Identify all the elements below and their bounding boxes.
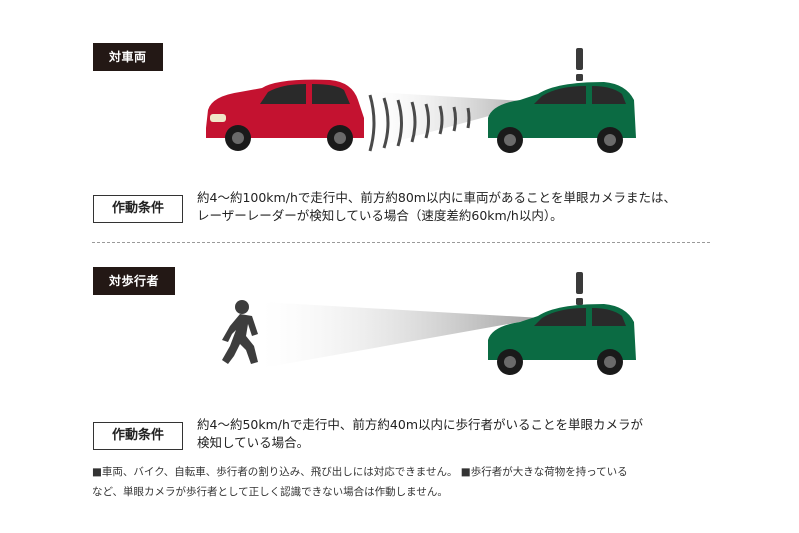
section-tag-pedestrian: 対歩行者 (93, 267, 176, 295)
section-tag-vehicle: 対車両 (93, 43, 163, 71)
note-line: など、単眼カメラが歩行者として正しく認識できない場合は作動しません。 (92, 486, 448, 498)
green-car-front-vehicle (488, 82, 636, 153)
walking-pedestrian-icon (222, 300, 258, 364)
red-car (206, 79, 364, 151)
alert-icon-pedestrian (576, 272, 583, 305)
disclaimer-notes: ■車両、バイク、自転車、歩行者の割り込み、飛び出しには対応できません。 ■歩行者… (92, 462, 722, 502)
radar-wave-icon (368, 94, 471, 152)
condition-line: レーザーレーダーが検知している場合（速度差約60km/h以内）。 (197, 208, 563, 223)
green-car-front-pedestrian (488, 304, 636, 375)
condition-line: 約4〜約50km/hで走行中、前方約40m以内に歩行者がいることを単眼カメラが (197, 417, 643, 432)
camera-beam-icon-pedestrian (262, 302, 542, 368)
condition-label-pedestrian: 作動条件 (93, 422, 183, 450)
condition-text-pedestrian: 約4〜約50km/hで走行中、前方約40m以内に歩行者がいることを単眼カメラが … (197, 416, 757, 452)
condition-text-vehicle: 約4〜約100km/hで走行中、前方約80m以内に車両があることを単眼カメラまた… (197, 189, 757, 225)
note-line: ■車両、バイク、自転車、歩行者の割り込み、飛び出しには対応できません。 ■歩行者… (92, 466, 628, 478)
condition-line: 検知している場合。 (197, 435, 310, 450)
condition-label-vehicle: 作動条件 (93, 195, 183, 223)
section-divider (92, 242, 710, 243)
condition-line: 約4〜約100km/hで走行中、前方約80m以内に車両があることを単眼カメラまた… (197, 190, 676, 205)
alert-icon (576, 48, 583, 81)
